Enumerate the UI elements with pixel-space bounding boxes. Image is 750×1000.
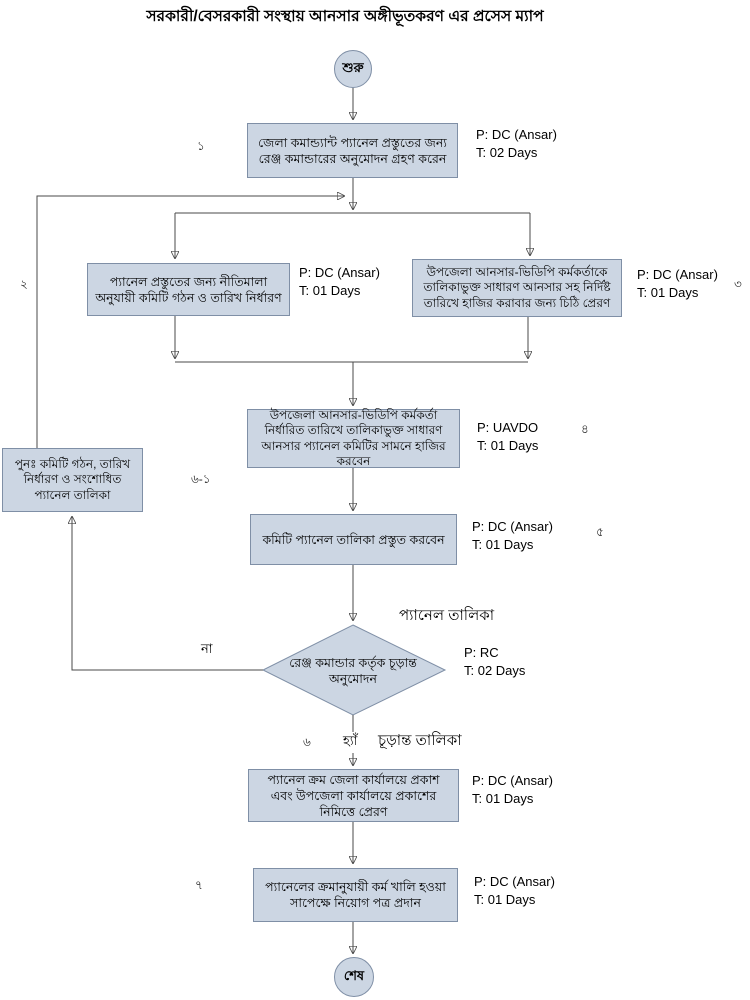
process-step3: উপজেলা আনসার-ভিডিপি কর্মকর্তাকে তালিকাভু…	[412, 259, 622, 317]
annotation-step6: P: DC (Ansar) T: 01 Days	[472, 772, 553, 808]
end-node: শেষ	[334, 957, 374, 997]
annotation-step1-p: P: DC (Ansar)	[476, 127, 557, 142]
process-rework-text: পুনঃ কমিটি গঠন, তারিখ নির্ধারণ ও সংশোধিত…	[14, 456, 131, 502]
step-number-6: ৬	[303, 735, 311, 749]
process-step4: উপজেলা আনসার-ভিডিপি কর্মকর্তা নির্ধারিত …	[247, 407, 460, 468]
process-step2: প্যানেল প্রস্তুতের জন্য নীতিমালা অনুযায়…	[87, 263, 290, 316]
no-label: না	[201, 641, 213, 656]
start-label: শুরু	[342, 59, 364, 75]
final-list-label: চূড়ান্ত তালিকা	[378, 732, 462, 749]
process-step2-text: প্যানেল প্রস্তুতের জন্য নীতিমালা অনুযায়…	[95, 274, 282, 305]
annotation-step1-t: T: 02 Days	[476, 145, 538, 160]
process-step4-text: উপজেলা আনসার-ভিডিপি কর্মকর্তা নির্ধারিত …	[261, 407, 446, 468]
process-step6-text: প্যানেল ক্রম জেলা কার্যালয়ে প্রকাশ এবং …	[267, 772, 440, 819]
annotation-step2-p: P: DC (Ansar)	[299, 265, 380, 280]
annotation-step5-p: P: DC (Ansar)	[472, 519, 553, 534]
process-step5: কমিটি প্যানেল তালিকা প্রস্তুত করবেন	[250, 514, 457, 565]
step-number-3: ৩	[734, 277, 742, 291]
annotation-decision-t: T: 02 Days	[464, 663, 526, 678]
process-rework: পুনঃ কমিটি গঠন, তারিখ নির্ধারণ ও সংশোধিত…	[2, 448, 143, 512]
yes-label: হ্যাঁ	[341, 732, 360, 753]
annotation-step2: P: DC (Ansar) T: 01 Days	[299, 264, 380, 300]
annotation-decision-p: P: RC	[464, 645, 499, 660]
annotation-step4-t: T: 01 Days	[477, 438, 539, 453]
process-step6: প্যানেল ক্রম জেলা কার্যালয়ে প্রকাশ এবং …	[248, 769, 459, 822]
annotation-step6-p: P: DC (Ansar)	[472, 773, 553, 788]
annotation-decision: P: RC T: 02 Days	[464, 644, 525, 680]
annotation-step6-t: T: 01 Days	[472, 791, 534, 806]
annotation-step4-p: P: UAVDO	[477, 420, 539, 435]
process-step1: জেলা কমান্ড্যান্ট প্যানেল প্রস্তুতের জন্…	[247, 123, 458, 178]
process-step3-text: উপজেলা আনসার-ভিডিপি কর্মকর্তাকে তালিকাভু…	[423, 264, 611, 310]
annotation-step3-t: T: 01 Days	[637, 285, 699, 300]
process-step7-text: প্যানেলের ক্রমানুযায়ী কর্ম খালি হওয়া স…	[265, 880, 446, 910]
step-number-5: ৫	[596, 525, 604, 539]
step-number-2: ২	[20, 277, 28, 291]
annotation-step5-t: T: 01 Days	[472, 537, 534, 552]
annotation-step4: P: UAVDO T: 01 Days	[477, 419, 538, 455]
step-number-7: ৭	[195, 878, 203, 892]
annotation-step1: P: DC (Ansar) T: 02 Days	[476, 126, 557, 162]
panel-list-label: প্যানেল তালিকা	[399, 607, 495, 624]
step-number-4: ৪	[581, 422, 589, 436]
process-step1-text: জেলা কমান্ড্যান্ট প্যানেল প্রস্তুতের জন্…	[258, 135, 447, 166]
process-step5-text: কমিটি প্যানেল তালিকা প্রস্তুত করবেন	[262, 532, 445, 547]
annotation-step2-t: T: 01 Days	[299, 283, 361, 298]
step-number-1: ১	[197, 139, 205, 153]
end-label: শেষ	[343, 967, 365, 983]
decision-text: রেঞ্জ কমান্ডার কর্তৃক চূড়ান্ত অনুমোদন	[289, 655, 417, 686]
annotation-step7-t: T: 01 Days	[474, 892, 536, 907]
process-step7: প্যানেলের ক্রমানুযায়ী কর্ম খালি হওয়া স…	[253, 868, 458, 922]
start-node: শুরু	[334, 50, 372, 88]
annotation-step7: P: DC (Ansar) T: 01 Days	[474, 873, 555, 909]
step-number-6-1: ৬-১	[191, 472, 211, 486]
annotation-step7-p: P: DC (Ansar)	[474, 874, 555, 889]
annotation-step5: P: DC (Ansar) T: 01 Days	[472, 518, 553, 554]
page-title: সরকারী/বেসরকারী সংস্থায় আনসার অঙ্গীভূতক…	[146, 8, 544, 25]
connector-no-branch	[72, 517, 263, 671]
annotation-step3: P: DC (Ansar) T: 01 Days	[637, 266, 718, 302]
annotation-step3-p: P: DC (Ansar)	[637, 267, 718, 282]
